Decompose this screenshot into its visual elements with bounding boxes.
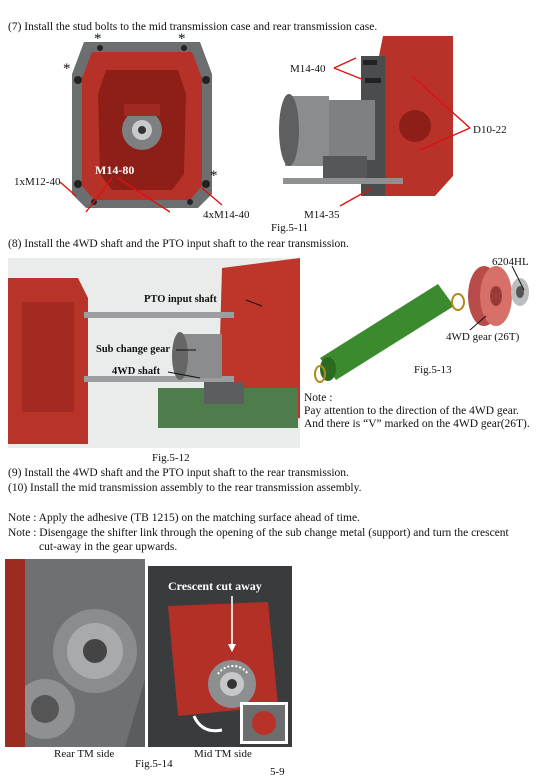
fig-5-12-photo [8, 258, 300, 448]
fig-5-12-caption: Fig.5-12 [152, 452, 190, 464]
label-crescent-cut-away: Crescent cut away [168, 579, 262, 593]
label-1xm12-40: 1xM12-40 [14, 176, 61, 188]
fig-5-11-left-photo [66, 34, 218, 212]
asterisk-mark: * [210, 168, 218, 184]
label-m14-40: M14-40 [290, 63, 326, 75]
page-number: 5-9 [270, 766, 285, 778]
note-shifter-line-2: cut-away in the gear upwards. [39, 541, 178, 553]
label-pto-input-shaft: PTO input shaft [144, 294, 217, 305]
label-4wd-gear: 4WD gear (26T) [446, 331, 520, 343]
label-4xm14-40: 4xM14-40 [203, 209, 250, 221]
step-10-text: (10) Install the mid transmission assemb… [8, 482, 362, 494]
fig-5-14-rear-photo [5, 559, 145, 747]
label-sub-change-gear: Sub change gear [96, 344, 171, 355]
asterisk-mark: * [63, 61, 71, 77]
label-4wd-shaft: 4WD shaft [112, 366, 161, 377]
label-d10-22: D10-22 [473, 124, 507, 136]
fig-5-14-mid-photo [148, 566, 292, 747]
step-8-text: (8) Install the 4WD shaft and the PTO in… [8, 238, 349, 250]
note-shifter-line-1: Note : Disengage the shifter link throug… [8, 527, 509, 539]
step-9-text: (9) Install the 4WD shaft and the PTO in… [8, 467, 349, 479]
fig-5-14-caption: Fig.5-14 [135, 758, 173, 770]
fig-5-13-note-title: Note : [304, 392, 333, 404]
asterisk-mark: * [94, 31, 102, 47]
fig-5-13-caption: Fig.5-13 [414, 364, 452, 376]
fig-5-13-drawing [308, 262, 548, 390]
fig-5-11-right-photo [265, 36, 453, 204]
step-7-text: (7) Install the stud bolts to the mid tr… [8, 21, 378, 33]
fig-5-13-note-line-2: And there is “V” marked on the 4WD gear(… [304, 418, 530, 430]
note-adhesive: Note : Apply the adhesive (TB 1215) on t… [8, 512, 360, 524]
asterisk-mark: * [178, 31, 186, 47]
label-m14-35: M14-35 [304, 209, 340, 221]
label-m14-80: M14-80 [95, 163, 135, 177]
fig-5-13-note-line-1: Pay attention to the direction of the 4W… [304, 405, 519, 417]
label-mid-tm-side: Mid TM side [194, 748, 252, 760]
fig-5-11-caption: Fig.5-11 [271, 222, 309, 234]
label-6204hl: 6204HL [492, 256, 529, 268]
label-rear-tm-side: Rear TM side [54, 748, 115, 760]
